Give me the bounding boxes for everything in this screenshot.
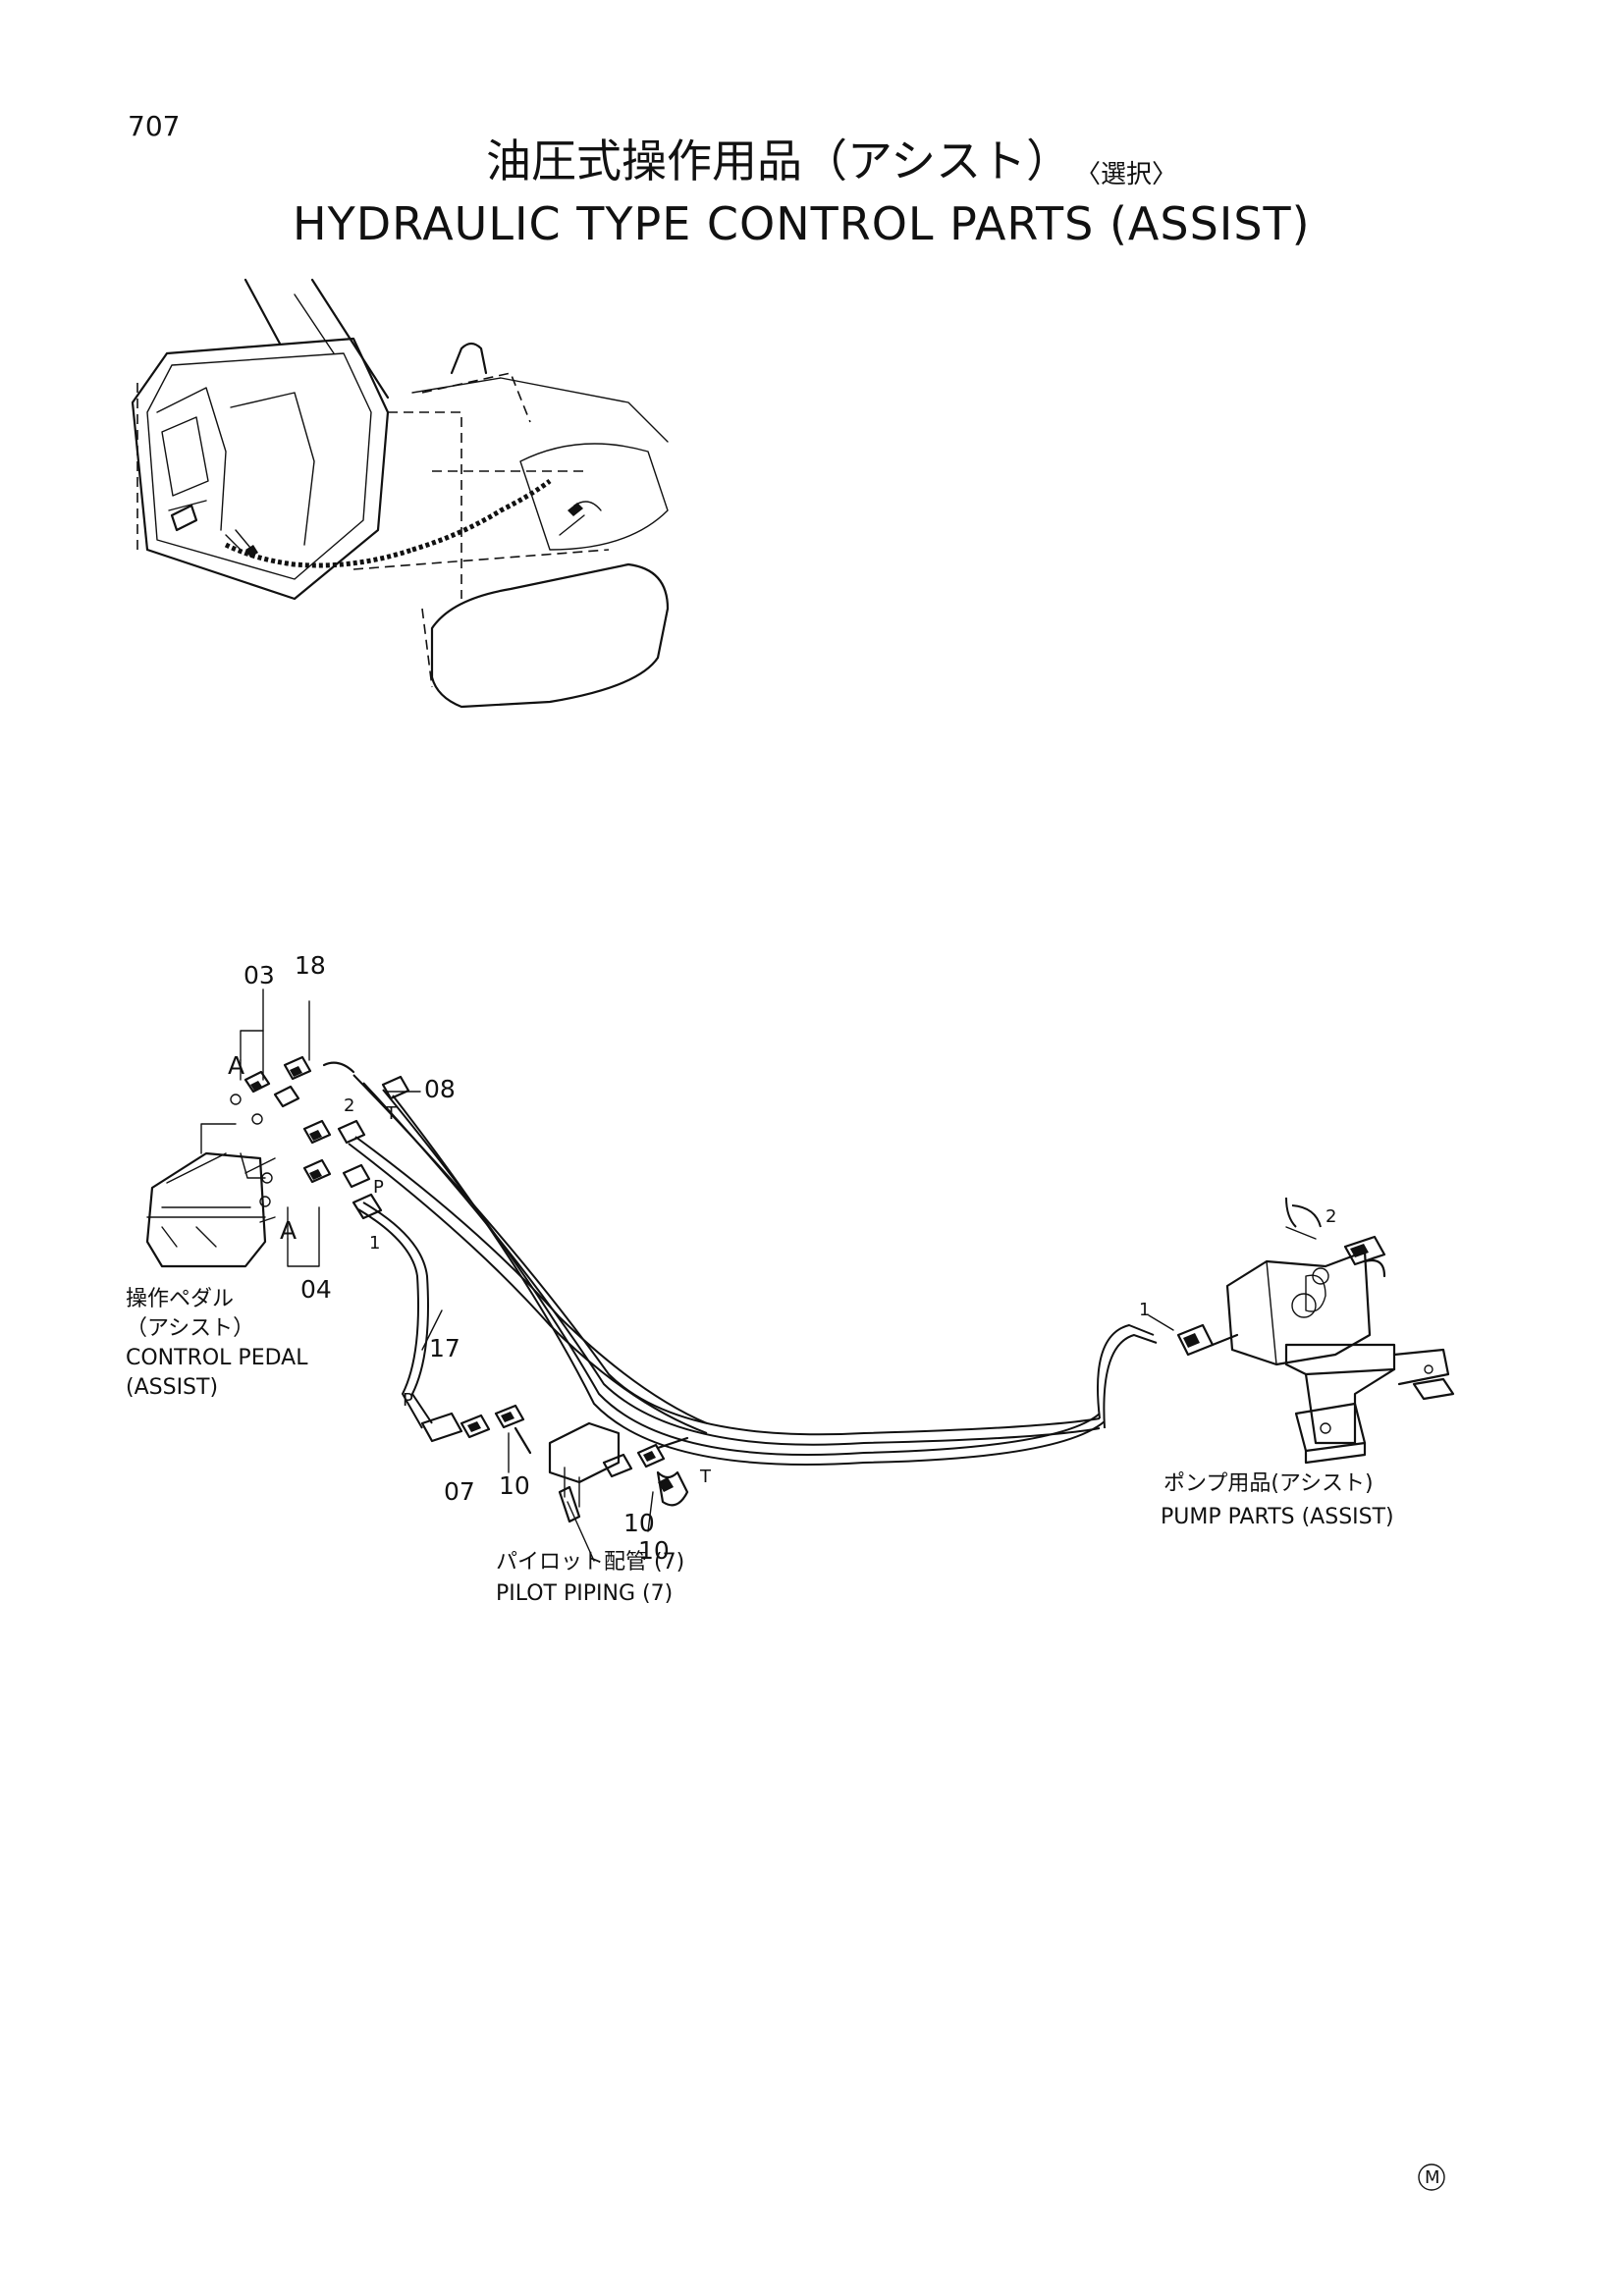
pedal-fittings [230, 1055, 410, 1220]
label-control-pedal-en-assist: (ASSIST) [126, 1375, 218, 1400]
mark-letter: M [1425, 2167, 1440, 2188]
control-pedal-assembly [145, 1123, 276, 1268]
circled-m-mark: M [1418, 2163, 1445, 2191]
label-control-pedal-en: CONTROL PEDAL [126, 1346, 308, 1370]
callout-10b: 10 [623, 1509, 655, 1537]
callout-18: 18 [295, 951, 326, 980]
callout-leaders-left [240, 988, 421, 1267]
callout-17: 17 [429, 1334, 460, 1362]
label-pilot-piping-en: PILOT PIPING (7) [496, 1581, 673, 1606]
port-1-right: 1 [1139, 1300, 1150, 1320]
label-pump-parts-en: PUMP PARTS (ASSIST) [1161, 1505, 1394, 1529]
port-1-left: 1 [369, 1233, 380, 1254]
title-japanese-suffix: 〈選択〉 [1075, 160, 1177, 189]
label-pump-parts-jp: ポンプ用品(アシスト) [1163, 1471, 1374, 1496]
callout-a-bottom: A [280, 1216, 297, 1245]
label-control-pedal-jp-assist: （アシスト） [126, 1316, 254, 1341]
title-english: HYDRAULIC TYPE CONTROL PARTS (ASSIST) [293, 197, 1311, 250]
port-labels: 2 T P 1 P T 1 2 [344, 1095, 1336, 1487]
pump-parts-assembly [1148, 1226, 1455, 1465]
callout-04: 04 [300, 1275, 332, 1304]
callout-numbers: 03 18 08 A A 04 17 07 10 10 10 [228, 951, 670, 1565]
callout-08: 08 [424, 1075, 456, 1103]
callout-07: 07 [444, 1477, 475, 1506]
port-2-right: 2 [1325, 1206, 1336, 1227]
page-number: 707 [128, 110, 180, 142]
title-japanese: 油圧式操作用品（アシスト） [486, 134, 1071, 187]
label-control-pedal-jp: 操作ペダル [126, 1287, 234, 1311]
port-2-left: 2 [344, 1095, 354, 1116]
hydraulic-hoses [348, 1074, 1322, 1466]
callout-03: 03 [243, 961, 275, 989]
callout-10c: 10 [638, 1536, 670, 1565]
port-p-left: P [373, 1177, 384, 1198]
callout-a-top: A [228, 1051, 244, 1080]
group-labels: 操作ペダル （アシスト） CONTROL PEDAL (ASSIST) ポンプ用… [126, 1287, 1394, 1606]
excavator-overview-illustration [131, 278, 670, 709]
port-p-lower: P [403, 1390, 413, 1411]
label-pilot-piping-jp: パイロット配管 (7) [496, 1550, 684, 1575]
port-t-top: T [385, 1103, 398, 1124]
pilot-piping-components [420, 1404, 689, 1562]
callout-10a: 10 [499, 1471, 530, 1500]
port-t-lower: T [699, 1467, 712, 1487]
